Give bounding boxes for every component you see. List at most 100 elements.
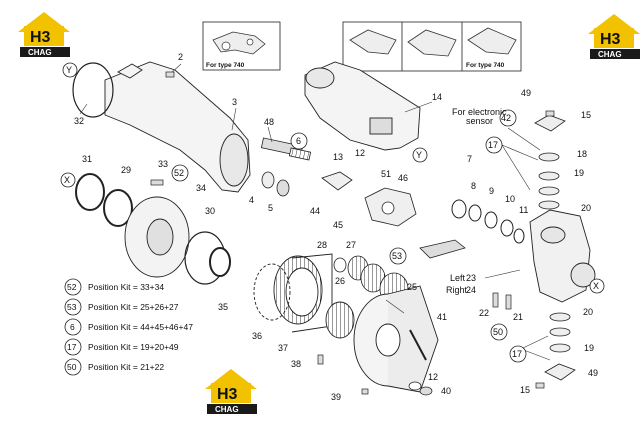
callout-49: 49: [521, 88, 531, 98]
kingpin-stack-top: [534, 114, 566, 210]
right-axle-housing: [304, 61, 421, 151]
hub-drum-41: [353, 285, 439, 393]
callout-29a: 29: [121, 165, 131, 175]
callout-20b: 20: [583, 307, 593, 317]
o-ring-32: [72, 62, 114, 118]
washers-7-11: [451, 199, 525, 244]
kingpin-stack-bottom: [544, 312, 576, 381]
callout-26: 26: [335, 276, 345, 286]
kit-text: Position Kit = 44+45+46+47: [88, 322, 193, 332]
sun-gear-37: [325, 301, 355, 339]
callout-31: 31: [82, 154, 92, 164]
callout-15: 15: [581, 110, 591, 120]
callout-11: 11: [519, 205, 528, 215]
callout-45a: 45: [333, 220, 343, 230]
inset-left-caption: For type 740: [206, 62, 245, 69]
drive-shaft-48: [260, 137, 312, 197]
note-left: Left: [450, 273, 466, 283]
logo-subtitle: CHAG: [28, 48, 52, 57]
callout-3: 3: [232, 97, 237, 107]
logo-letters: H3: [217, 386, 238, 403]
logo-letters: H3: [600, 31, 621, 48]
callout-20: 20: [581, 203, 591, 213]
callout-40: 40: [441, 386, 451, 396]
kit-text: Position Kit = 33+34: [88, 282, 164, 292]
callout-23: 23: [466, 273, 476, 283]
callout-49b: 49: [588, 368, 598, 378]
callout-37: 37: [278, 343, 288, 353]
steering-knuckle: [529, 209, 596, 303]
callout-48: 48: [264, 117, 274, 127]
leader-lines: [79, 63, 551, 361]
callout-36: 36: [252, 331, 262, 341]
callout-24: 24: [466, 285, 476, 295]
callout-7: 7: [467, 154, 472, 164]
kit-row: 53 Position Kit = 25+26+27: [64, 298, 179, 316]
callout-38: 38: [291, 359, 301, 369]
callout-34: 34: [196, 183, 206, 193]
callout-13: 13: [333, 152, 343, 162]
callout-12: 12: [355, 148, 365, 158]
logo-subtitle: CHAG: [598, 50, 622, 59]
inset-left: For type 740: [202, 21, 281, 71]
kit-text: Position Kit = 19+20+49: [88, 342, 179, 352]
differential-46: [321, 171, 417, 227]
brand-logo-bottom: H3 CHAG: [205, 369, 257, 414]
kit-num: 6: [70, 322, 75, 332]
callout-12b: 12: [428, 372, 438, 382]
callout-46: 46: [398, 173, 408, 183]
kit-num: 17: [67, 342, 77, 352]
callout-42: 42: [501, 113, 511, 123]
callout-51: 51: [381, 169, 391, 179]
callout-28: 28: [317, 240, 327, 250]
callout-44: 44: [310, 206, 320, 216]
callout-15b: 15: [520, 385, 530, 395]
callout-19b: 19: [584, 343, 594, 353]
callout-14: 14: [432, 92, 442, 102]
callout-32: 32: [74, 116, 84, 126]
marker-y-right: Y: [416, 150, 422, 160]
ring-gear-36: [253, 253, 333, 333]
callout-22: 22: [479, 308, 489, 318]
callout-52: 52: [174, 168, 184, 178]
kit-row: 52 Position Kit = 33+34: [64, 278, 164, 296]
callout-18: 18: [577, 149, 587, 159]
callout-8: 8: [471, 181, 476, 191]
marker-x-left: X: [64, 175, 70, 185]
callout-35: 35: [218, 302, 228, 312]
callout-17b: 17: [512, 349, 522, 359]
callout-labels: 2 3 14 32 48 6 13 12 49 15 42 17 18 19 2…: [60, 52, 605, 402]
callout-17: 17: [488, 140, 498, 150]
kit-row: 6 Position Kit = 44+45+46+47: [64, 318, 193, 336]
brand-logo-top-left: H3 CHAG: [18, 12, 70, 57]
callout-5: 5: [268, 203, 273, 213]
note-right: Right: [446, 285, 468, 295]
logo-letters: H3: [30, 29, 51, 46]
callout-53: 53: [392, 251, 402, 261]
callout-9: 9: [489, 186, 494, 196]
kit-text: Position Kit = 21+22: [88, 362, 164, 372]
kit-row: 50 Position Kit = 21+22: [64, 358, 164, 376]
kit-num: 52: [67, 282, 77, 292]
marker-y-left: Y: [66, 65, 72, 75]
callout-10: 10: [505, 194, 515, 204]
callout-50: 50: [493, 327, 503, 337]
callout-4: 4: [249, 195, 254, 205]
wheel-hub-left: [75, 173, 231, 285]
callout-27: 27: [346, 240, 356, 250]
kit-num: 50: [67, 362, 77, 372]
inset-right-caption: For type 740: [466, 62, 505, 69]
callout-39: 39: [331, 392, 341, 402]
brand-logo-top-right: H3 CHAG: [588, 14, 640, 59]
kit-num: 53: [67, 302, 77, 312]
kit-legend: 52 Position Kit = 33+34 53 Position Kit …: [64, 278, 193, 376]
fasteners: [150, 71, 555, 396]
inset-right: For type 740: [342, 21, 522, 72]
callout-33: 33: [158, 159, 168, 169]
callout-25: 25: [407, 282, 417, 292]
kit-row: 17 Position Kit = 19+20+49: [64, 338, 179, 356]
callout-6: 6: [296, 136, 301, 146]
callout-19: 19: [574, 168, 584, 178]
